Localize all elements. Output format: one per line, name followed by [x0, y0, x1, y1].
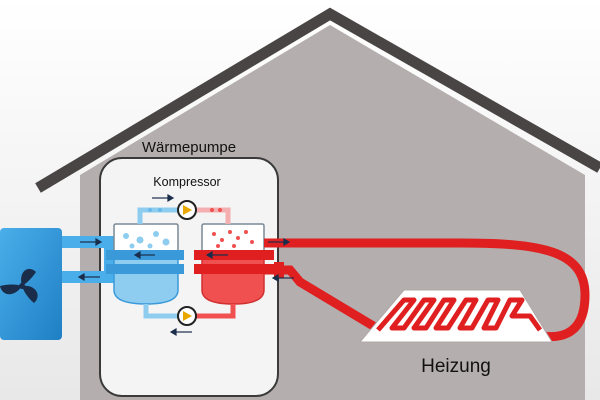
fan-icon — [0, 268, 38, 303]
condenser — [194, 223, 274, 305]
pump-icon — [177, 200, 197, 220]
refrigerant-bottom-circuit — [143, 304, 236, 319]
house-roof — [35, 7, 600, 193]
compressor-label: Kompressor — [153, 175, 220, 189]
evaporator — [106, 223, 184, 305]
heating-label: Heizung — [421, 356, 491, 377]
refrigerant-top-circuit — [137, 207, 231, 224]
heating-floor — [358, 289, 553, 343]
pump-icon — [177, 306, 197, 326]
heat-pump-label: Wärmepumpe — [142, 139, 236, 156]
flow-arrow-icon — [77, 193, 294, 337]
outdoor-unit-casing — [0, 228, 62, 340]
outdoor-unit — [0, 228, 62, 340]
hot-pipes — [264, 238, 590, 342]
